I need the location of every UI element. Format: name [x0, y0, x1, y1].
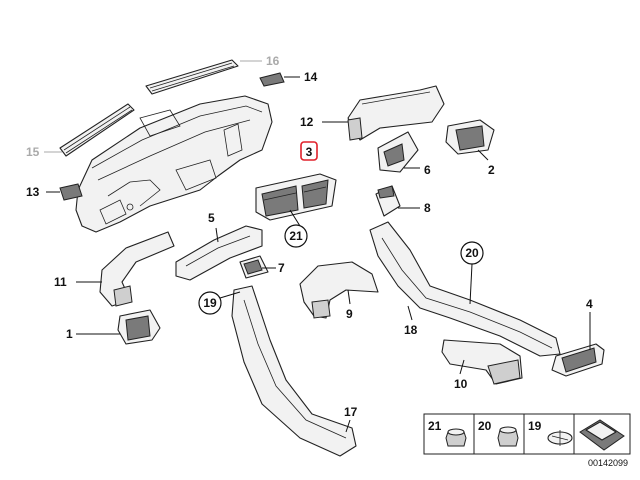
callout-2: 2	[488, 163, 495, 177]
callout-21-circled: 21	[289, 229, 303, 243]
callout-14: 14	[304, 70, 318, 84]
part-3-center-vent	[255, 173, 337, 221]
callout-15: 15	[26, 145, 40, 159]
part-7-clip	[239, 255, 269, 279]
callout-6: 6	[424, 163, 431, 177]
callouts: 16 14 15 13 12 2 6 8 5 7 11 1 9 18 10 4 …	[26, 54, 593, 419]
callout-12: 12	[300, 115, 314, 129]
callout-9: 9	[346, 307, 353, 321]
callout-19-circled: 19	[203, 296, 217, 310]
legend-label-19: 19	[528, 419, 542, 433]
callout-5: 5	[208, 211, 215, 225]
leader-lines	[44, 60, 591, 433]
callout-1: 1	[66, 327, 73, 341]
legend-label-21: 21	[428, 419, 442, 433]
callout-8: 8	[424, 201, 431, 215]
part-2-outer-vent	[445, 119, 495, 155]
part-10-rear-outlet	[441, 339, 523, 385]
part-8-elbow	[375, 185, 401, 217]
callout-17: 17	[344, 405, 358, 419]
callout-10: 10	[454, 377, 468, 391]
part-18-rear-floor-duct	[369, 221, 561, 357]
callout-13: 13	[26, 185, 40, 199]
callout-4: 4	[586, 297, 593, 311]
part-1-side-vent	[117, 309, 161, 345]
part-4-rear-vent	[551, 343, 605, 377]
part-16-defrost-strip	[145, 59, 239, 95]
callout-3-highlighted: 3	[306, 145, 313, 159]
highlight-box	[300, 141, 318, 161]
legend-label-20: 20	[478, 419, 492, 433]
part-11-side-duct	[99, 231, 175, 307]
part-15-side-strip	[59, 103, 135, 157]
dashboard-assembly	[75, 95, 273, 233]
part-5-center-duct	[175, 225, 263, 281]
callout-16: 16	[266, 54, 280, 68]
part-13-small-vent	[59, 183, 83, 201]
callout-7: 7	[278, 261, 285, 275]
part-12-duct	[347, 85, 445, 141]
callout-20-circled: 20	[465, 246, 479, 260]
part-14-speaker-grille	[259, 72, 285, 87]
part-6-connector	[377, 131, 419, 173]
callout-18: 18	[404, 323, 418, 337]
part-17-rear-duct	[231, 285, 357, 457]
diagram-id: 00142099	[588, 458, 628, 468]
fastener-legend: 21 20 19 00142099	[423, 413, 631, 468]
callout-11: 11	[54, 275, 67, 289]
part-9-floor-duct	[299, 261, 379, 319]
